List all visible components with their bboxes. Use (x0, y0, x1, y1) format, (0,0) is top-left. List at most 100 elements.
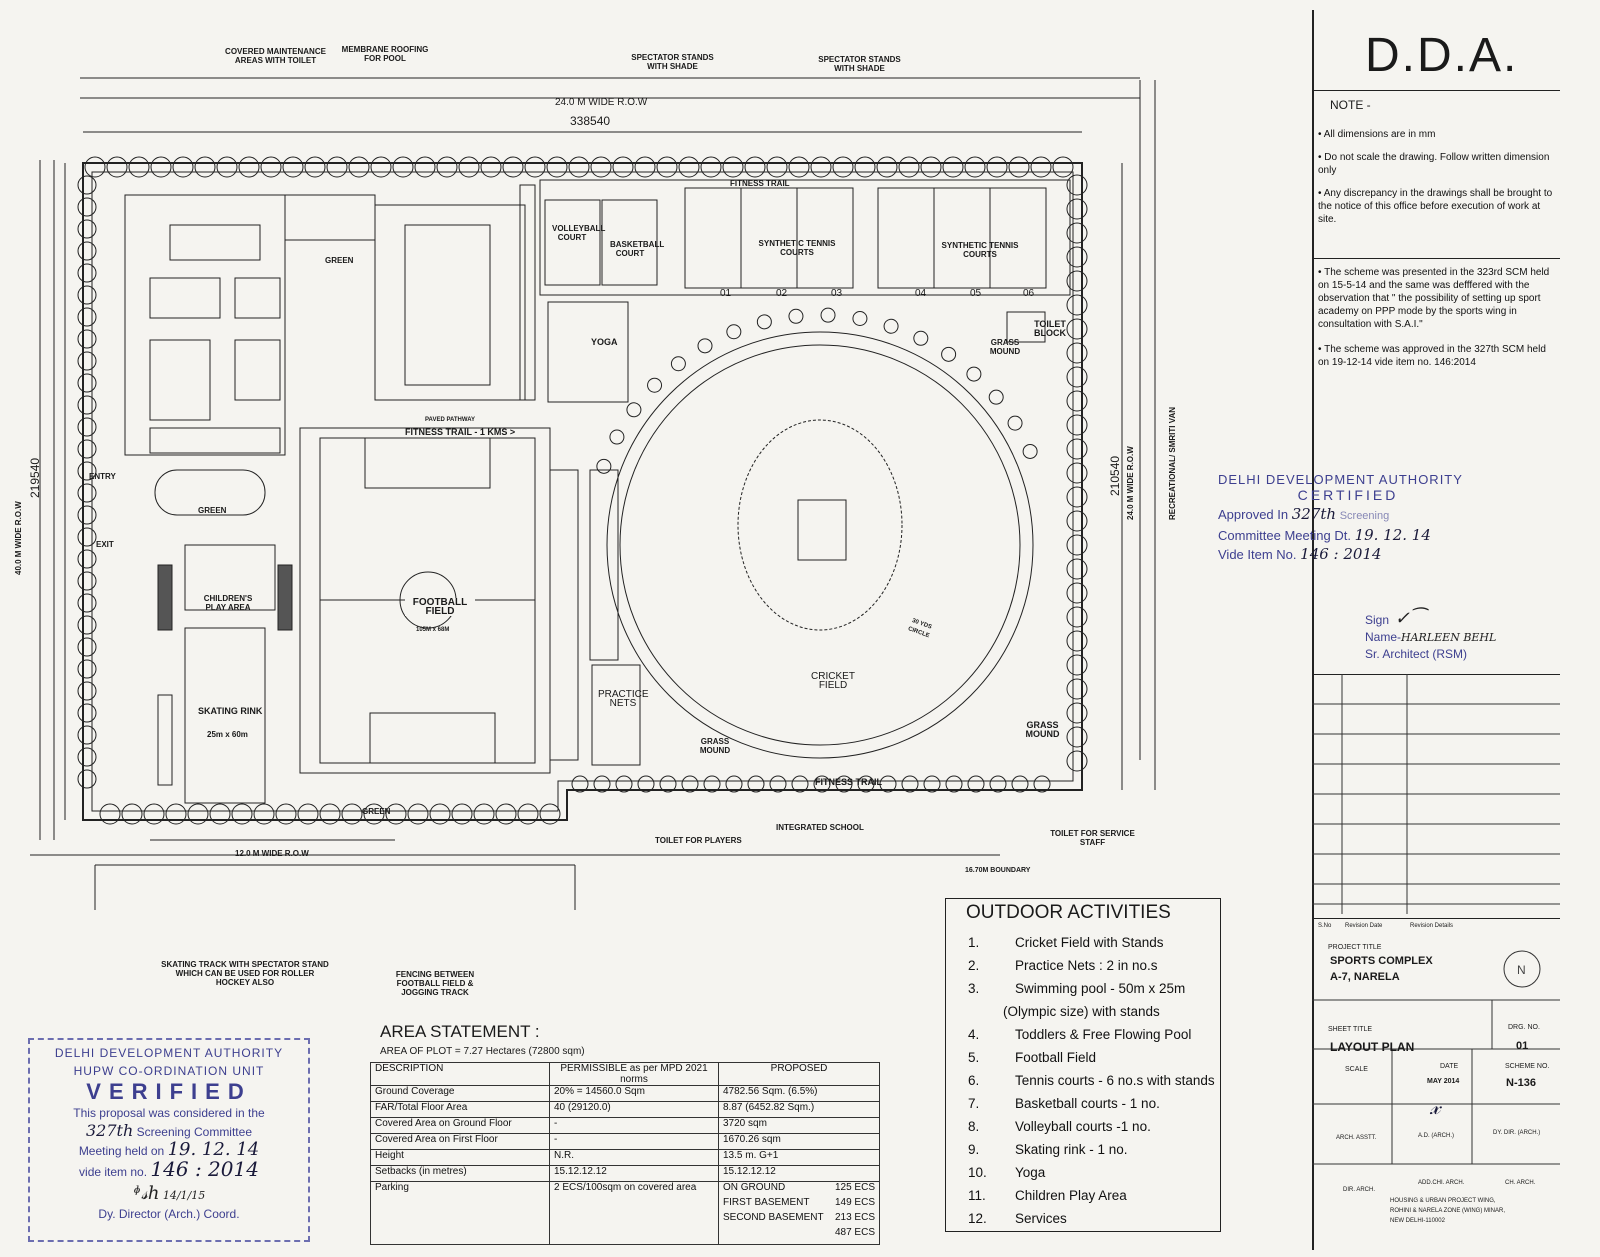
tree-symbol (788, 308, 804, 324)
sheet-title-label: SHEET TITLE (1328, 1026, 1373, 1033)
revision-grid: N (1312, 674, 1560, 1165)
tree-symbol (1030, 156, 1052, 178)
tree-symbol (121, 803, 143, 825)
tree-symbol (77, 285, 97, 305)
tree-symbol (172, 156, 194, 178)
dim-top: 338540 (567, 114, 614, 128)
table-row: Parking 2 ECS/100sqm on covered area ON … (370, 1181, 880, 1245)
verified-line5-value: 327th (85, 1121, 134, 1140)
tree-symbol (128, 156, 150, 178)
tree-symbol (1066, 606, 1088, 628)
tree-symbol (77, 175, 97, 195)
tree-symbol (77, 571, 97, 591)
verified-line1: DELHI DEVELOPMENT AUTHORITY (54, 1046, 284, 1060)
green-label-2: GREEN (198, 506, 227, 515)
parking-total: 487 ECS (834, 1227, 875, 1238)
outdoor-item: Services (1015, 1211, 1067, 1226)
col-proposed: PROPOSED (718, 1062, 880, 1086)
dim-left: 219540 (28, 457, 42, 498)
parking-value: 125 ECS (834, 1182, 875, 1193)
sign-ad-arch: A.D. (ARCH.) (1418, 1133, 1454, 1139)
tree-symbol (966, 366, 982, 382)
tree-symbol (637, 775, 655, 793)
tree-symbol (942, 156, 964, 178)
tree-symbol (1066, 438, 1088, 460)
outdoor-item: Cricket Field with Stands (1015, 935, 1164, 950)
grass-mound-1: GRASS MOUND (989, 338, 1021, 356)
verified-line6-prefix: Meeting held on (78, 1144, 165, 1158)
dim-right: 210540 (1108, 455, 1122, 496)
name-value: HARLEEN BEHL (1401, 631, 1497, 644)
tree-symbol (1066, 726, 1088, 748)
outdoor-item: Football Field (1015, 1050, 1097, 1065)
tree-symbol (473, 803, 495, 825)
verified-footer: Dy. Director (Arch.) Coord. (98, 1207, 240, 1221)
tree-symbol (1066, 198, 1088, 220)
grass-mound-3: GRASS MOUND (699, 737, 731, 755)
tree-symbol (1008, 156, 1030, 178)
tree-symbol (1066, 702, 1088, 724)
fitness-trail-mid: FITNESS TRAIL - 1 KMS > (405, 427, 516, 437)
tree-symbol (986, 156, 1008, 178)
tree-symbol (216, 156, 238, 178)
outdoor-item-number: 6. (968, 1073, 980, 1088)
title-block-divider (1312, 674, 1560, 675)
sheet-title: LAYOUT PLAN (1330, 1040, 1415, 1054)
project-title: SPORTS COMPLEX (1330, 955, 1433, 967)
tree-symbol (363, 803, 385, 825)
tree-symbol (791, 775, 809, 793)
note-2: Do not scale the drawing. Follow written… (1318, 152, 1550, 176)
rev-date: Revision Date (1345, 923, 1383, 929)
paved-pathway: PAVED PATHWAY (425, 417, 476, 423)
certified-stamp: DELHI DEVELOPMENT AUTHORITY CERTIFIED Ap… (1218, 470, 1478, 564)
tree-symbol (647, 377, 663, 393)
verified-line7-prefix: vide item no. (79, 1165, 148, 1179)
tree-symbol (1066, 462, 1088, 484)
scheme-no-label: SCHEME NO. (1505, 1063, 1550, 1070)
tree-symbol (77, 219, 97, 239)
tree-symbol (77, 417, 97, 437)
col-description: DESCRIPTION (370, 1062, 550, 1086)
row-prop: 13.5 m. G+1 (718, 1149, 880, 1166)
title-block-divider (1312, 90, 1560, 91)
svg-text:N: N (1517, 963, 1526, 977)
tree-symbol (77, 659, 97, 679)
tree-symbol (989, 775, 1007, 793)
toilet-block-label: TOILET BLOCK (1034, 319, 1066, 338)
tree-symbol (495, 803, 517, 825)
sign-dir-arch: DIR. ARCH. (1343, 1187, 1376, 1193)
sign-ch-arch: CH. ARCH. (1505, 1180, 1536, 1186)
tree-symbol (436, 156, 458, 178)
tree-symbol (231, 803, 253, 825)
tree-symbol (451, 803, 473, 825)
tree-symbol (524, 156, 546, 178)
tree-symbol (238, 156, 260, 178)
tree-symbol (626, 402, 642, 418)
approved-value: 327th (1291, 505, 1337, 523)
tree-symbol (1066, 678, 1088, 700)
site-plan-drawing (30, 77, 1156, 910)
tree-symbol (945, 775, 963, 793)
verified-stamp: DELHI DEVELOPMENT AUTHORITY HUPW CO-ORDI… (28, 1038, 310, 1242)
project-location: A-7, NARELA (1330, 971, 1400, 983)
tree-symbol (813, 775, 831, 793)
tree-symbol (392, 156, 414, 178)
yoga-label: YOGA (591, 337, 618, 347)
callout-maintenance: COVERED MAINTENANCE AREAS WITH TOILET (225, 47, 326, 65)
certified-line2: CERTIFIED (1297, 487, 1399, 503)
tree-symbol (77, 703, 97, 723)
verified-line5-text: Screening Committee (136, 1125, 252, 1139)
tree-symbol (1066, 582, 1088, 604)
tree-symbol (1066, 534, 1088, 556)
tree-symbol (77, 241, 97, 261)
tree-symbol (77, 615, 97, 635)
outdoor-item-number: 11. (968, 1188, 986, 1203)
tree-symbol (1022, 443, 1038, 459)
tree-symbol (502, 156, 524, 178)
title-block-divider (1312, 258, 1560, 259)
rev-sno: S.No (1318, 923, 1332, 929)
tree-symbol (722, 156, 744, 178)
tree-symbol (656, 156, 678, 178)
row-desc: Covered Area on First Floor (370, 1133, 550, 1150)
